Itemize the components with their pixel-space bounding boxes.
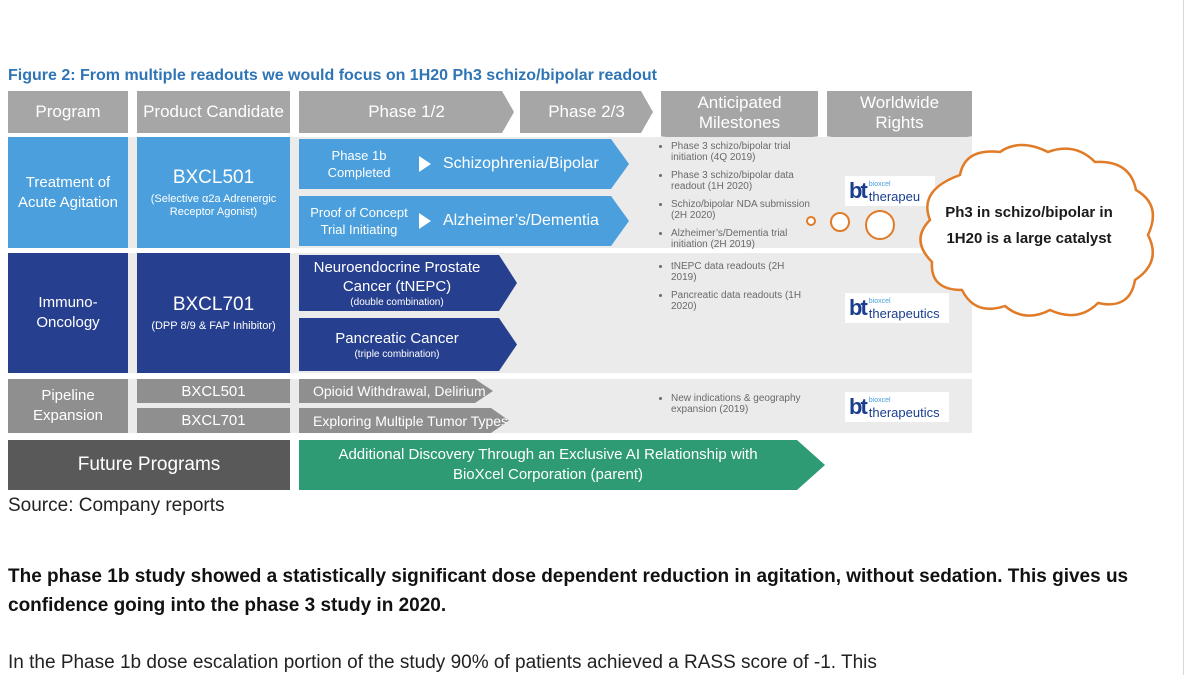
header-milestones-label: Anticipated Milestones (697, 93, 782, 132)
milestones-pipeline: New indications & geography expansion (2… (661, 393, 826, 422)
callout-text: Ph3 in schizo/bipolar in 1H20 is a large… (945, 204, 1113, 247)
bold-paragraph: The phase 1b study showed a statisticall… (8, 566, 1129, 616)
stage-label: Phase 1b Completed (327, 148, 391, 180)
play-arrow-icon (419, 156, 431, 172)
header-program: Program (8, 91, 128, 133)
pipeline-bar-schizophrenia: Phase 1b Completed Schizophrenia/Bipolar (299, 139, 629, 189)
logo-name-text: therapeu (868, 188, 921, 204)
page-edge-line (1183, 0, 1184, 675)
milestone-item: Alzheimer’s/Dementia trial initiation (2… (671, 228, 811, 250)
pipeline-bar-alzheimers: Proof of Concept Trial Initiating Alzhei… (299, 196, 629, 246)
logo-small-text: bioxcel (868, 180, 891, 188)
future-programs: Future Programs (8, 440, 290, 490)
program-label: Immuno-Oncology (36, 294, 100, 331)
indication-label: Alzheimer’s/Dementia (443, 212, 599, 229)
milestone-item: New indications & geography expansion (2… (671, 393, 826, 415)
pipeline-bar-tnepc: Neuroendocrine Prostate Cancer (tNEPC) (… (299, 255, 517, 311)
thought-bubble-large (865, 210, 895, 240)
pipeline-bar-pancreatic: Pancreatic Cancer (triple combination) (299, 318, 517, 371)
program-immuno-oncology: Immuno-Oncology (8, 253, 128, 373)
bt-logo-mark: bt (849, 295, 868, 320)
product-bxcl501-expansion: BXCL501 (137, 379, 290, 403)
logo-name-text: therapeutics (868, 404, 940, 420)
thought-bubble-medium (830, 212, 850, 232)
product-bxcl701: BXCL701 (DPP 8/9 & FAP Inhibitor) (137, 253, 290, 373)
milestone-item: tNEPC data readouts (2H 2019) (671, 261, 811, 283)
callout-cloud-icon (919, 143, 1155, 317)
logo-small-text: bioxcel (868, 396, 891, 404)
milestones-agitation: Phase 3 schizo/bipolar trial initiation … (661, 141, 811, 257)
logo-name-text: therapeutics (868, 305, 940, 321)
stage-label: Proof of Concept Trial Initiating (310, 205, 408, 237)
indication-note: (triple combination) (354, 348, 440, 360)
discovery-banner: Additional Discovery Through an Exclusiv… (299, 440, 825, 490)
pipeline-bar-opioid: Opioid Withdrawal, Delirium (299, 379, 493, 403)
milestone-item: Schizo/bipolar NDA submission (2H 2020) (671, 199, 811, 221)
pipeline-bar-tumor-types: Exploring Multiple Tumor Types (299, 408, 509, 433)
product-note: (DPP 8/9 & FAP Inhibitor) (151, 319, 276, 332)
logo-small-text: bioxcel (868, 297, 891, 305)
product-bxcl701-expansion: BXCL701 (137, 408, 290, 433)
product-name: BXCL701 (181, 412, 246, 429)
header-worldwide-rights: Worldwide Rights (827, 91, 972, 145)
program-label: Pipeline Expansion (32, 387, 104, 424)
header-product-candidate: Product Candidate (137, 91, 290, 133)
indication-note: (double combination) (350, 296, 444, 308)
program-acute-agitation: Treatment of Acute Agitation (8, 137, 128, 248)
indication-label: Schizophrenia/Bipolar (443, 155, 599, 172)
body-paragraph: In the Phase 1b dose escalation portion … (8, 652, 877, 673)
milestone-item: Pancreatic data readouts (1H 2020) (671, 290, 811, 312)
play-arrow-icon (419, 213, 431, 229)
source-note: Source: Company reports (8, 495, 225, 516)
bt-logo-mark: bt (849, 394, 868, 419)
header-phase-1-2: Phase 1/2 (299, 91, 514, 133)
milestone-item: Phase 3 schizo/bipolar data readout (1H … (671, 170, 811, 192)
product-name: BXCL701 (172, 293, 255, 315)
indication-label: Pancreatic Cancer (335, 329, 459, 347)
milestones-oncology: tNEPC data readouts (2H 2019) Pancreatic… (661, 261, 811, 319)
thought-bubble-small (806, 216, 816, 226)
header-phase-2-3: Phase 2/3 (520, 91, 653, 133)
program-label: Treatment of Acute Agitation (17, 173, 119, 211)
product-bxcl501: BXCL501 (Selective α2a Adrenergic Recept… (137, 137, 290, 248)
product-note: (Selective α2a Adrenergic Receptor Agoni… (150, 192, 277, 218)
header-anticipated-milestones: Anticipated Milestones (661, 91, 818, 145)
figure-title: Figure 2: From multiple readouts we woul… (8, 67, 657, 84)
indication-label: Neuroendocrine Prostate Cancer (tNEPC) (313, 258, 481, 295)
product-name: BXCL501 (181, 382, 246, 400)
product-name: BXCL501 (172, 166, 255, 188)
program-pipeline-expansion: Pipeline Expansion (8, 379, 128, 433)
discovery-label: Additional Discovery Through an Exclusiv… (338, 446, 758, 483)
header-rights-label: Worldwide Rights (859, 93, 940, 132)
bt-logo-mark: bt (849, 178, 868, 203)
milestone-item: Phase 3 schizo/bipolar trial initiation … (671, 141, 811, 163)
